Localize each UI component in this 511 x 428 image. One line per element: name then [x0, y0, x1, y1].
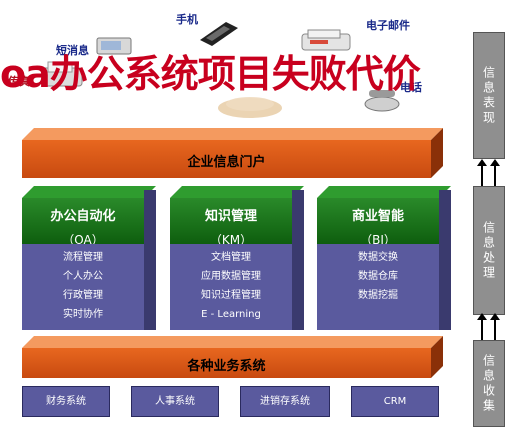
module-bi-body: 数据交换 数据仓库 数据挖掘 [317, 244, 439, 330]
list-item: 实时协作 [63, 309, 103, 320]
business-slab-top [22, 336, 443, 348]
module-bi-cap [317, 186, 451, 198]
list-item: 数据仓库 [358, 271, 398, 282]
business-system-inventory: 进销存系统 [240, 386, 330, 417]
side-box-processing: 信息处理 [473, 186, 505, 315]
module-km-title: 知识管理 [204, 209, 257, 224]
business-system-crm: CRM [351, 386, 439, 417]
module-oa-abbr: （OA） [62, 233, 104, 247]
headline-title: oa办公系统项目失败代价 [0, 52, 421, 96]
business-layer-label: 各种业务系统 [187, 359, 266, 374]
arrow-up-icon [490, 159, 500, 186]
module-km-abbr: （KM） [209, 233, 253, 247]
list-item: 文档管理 [211, 252, 251, 263]
portal-slab-top [22, 128, 443, 140]
business-system-hr: 人事系统 [131, 386, 219, 417]
module-km-side [292, 190, 304, 330]
module-bi-side [439, 190, 451, 330]
business-system-finance: 财务系统 [22, 386, 110, 417]
list-item: E - Learning [201, 309, 261, 320]
fax-device-icon [40, 60, 84, 88]
side-box-presentation: 信息表现 [473, 32, 505, 159]
side-box-collection: 信息收集 [473, 340, 505, 427]
module-oa-body: 流程管理 个人办公 行政管理 实时协作 [22, 244, 144, 330]
list-item: 知识过程管理 [201, 290, 261, 301]
arrow-up-icon [490, 313, 500, 340]
side-box-collection-label: 信息收集 [481, 353, 496, 414]
module-oa-title: 办公自动化 [50, 209, 116, 224]
label-mobile-phone: 手机 [176, 13, 198, 26]
list-item: 应用数据管理 [201, 271, 261, 282]
module-km-body: 文档管理 应用数据管理 知识过程管理 E - Learning [170, 244, 292, 330]
mobile-phone-icon [196, 18, 242, 48]
module-km-header: 知识管理 （KM） [170, 198, 292, 247]
sms-device-icon [95, 34, 135, 58]
list-item: 行政管理 [63, 290, 103, 301]
list-item: 流程管理 [63, 252, 103, 263]
module-bi-title: 商业智能 [351, 209, 404, 224]
label-sms: 短消息 [56, 44, 89, 57]
module-bi-header: 商业智能 （BI） [317, 198, 439, 247]
email-device-icon [300, 28, 352, 54]
list-item: 数据挖掘 [358, 290, 398, 301]
business-layer: 各种业务系统 [22, 348, 431, 378]
list-item: 数据交换 [358, 252, 398, 263]
portal-label: 企业信息门户 [187, 155, 266, 170]
label-fax: 传真 [8, 75, 30, 88]
module-bi-abbr: （BI） [360, 233, 396, 247]
portal-layer: 企业信息门户 [22, 140, 431, 178]
arrow-up-icon [477, 313, 487, 340]
telephone-icon [362, 86, 402, 112]
side-box-processing-label: 信息处理 [481, 220, 496, 281]
side-box-presentation-label: 信息表现 [481, 65, 496, 126]
module-oa-header: 办公自动化 （OA） [22, 198, 144, 247]
arrow-up-icon [477, 159, 487, 186]
label-telephone: 电话 [400, 81, 422, 94]
central-network-icon [215, 80, 285, 120]
module-km-cap [170, 186, 304, 198]
module-oa-side [144, 190, 156, 330]
label-email: 电子邮件 [366, 19, 410, 32]
module-oa-cap [22, 186, 156, 198]
list-item: 个人办公 [63, 271, 103, 282]
